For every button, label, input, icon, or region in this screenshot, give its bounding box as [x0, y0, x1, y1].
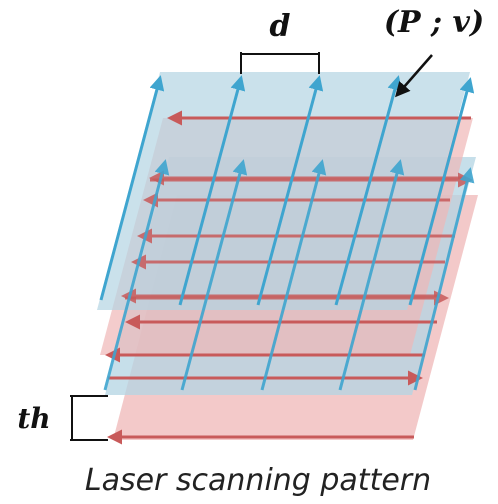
blue-scan-line [338, 159, 405, 391]
red-scan-lines [105, 110, 471, 445]
blue-scan-line [256, 75, 324, 306]
layer-thickness-label: th [17, 402, 50, 435]
power-velocity-label: (P ; v) [384, 5, 484, 40]
blue-scan-lines [99, 75, 475, 391]
hatch-distance-bracket [240, 52, 320, 74]
blue-scan-line [413, 167, 475, 391]
blue-scan-line [408, 77, 475, 306]
blue-scan-line [178, 75, 246, 306]
layer-thickness-bracket [70, 395, 108, 441]
power-velocity-pointer [395, 54, 433, 98]
blue-scan-line [99, 75, 165, 301]
caption: Laser scanning pattern [85, 463, 431, 498]
blue-scan-line [334, 75, 403, 306]
hatch-distance-label: d [270, 9, 291, 44]
blue-scan-line [180, 159, 248, 391]
blue-scan-line [260, 159, 327, 391]
blue-scan-line [103, 159, 170, 391]
